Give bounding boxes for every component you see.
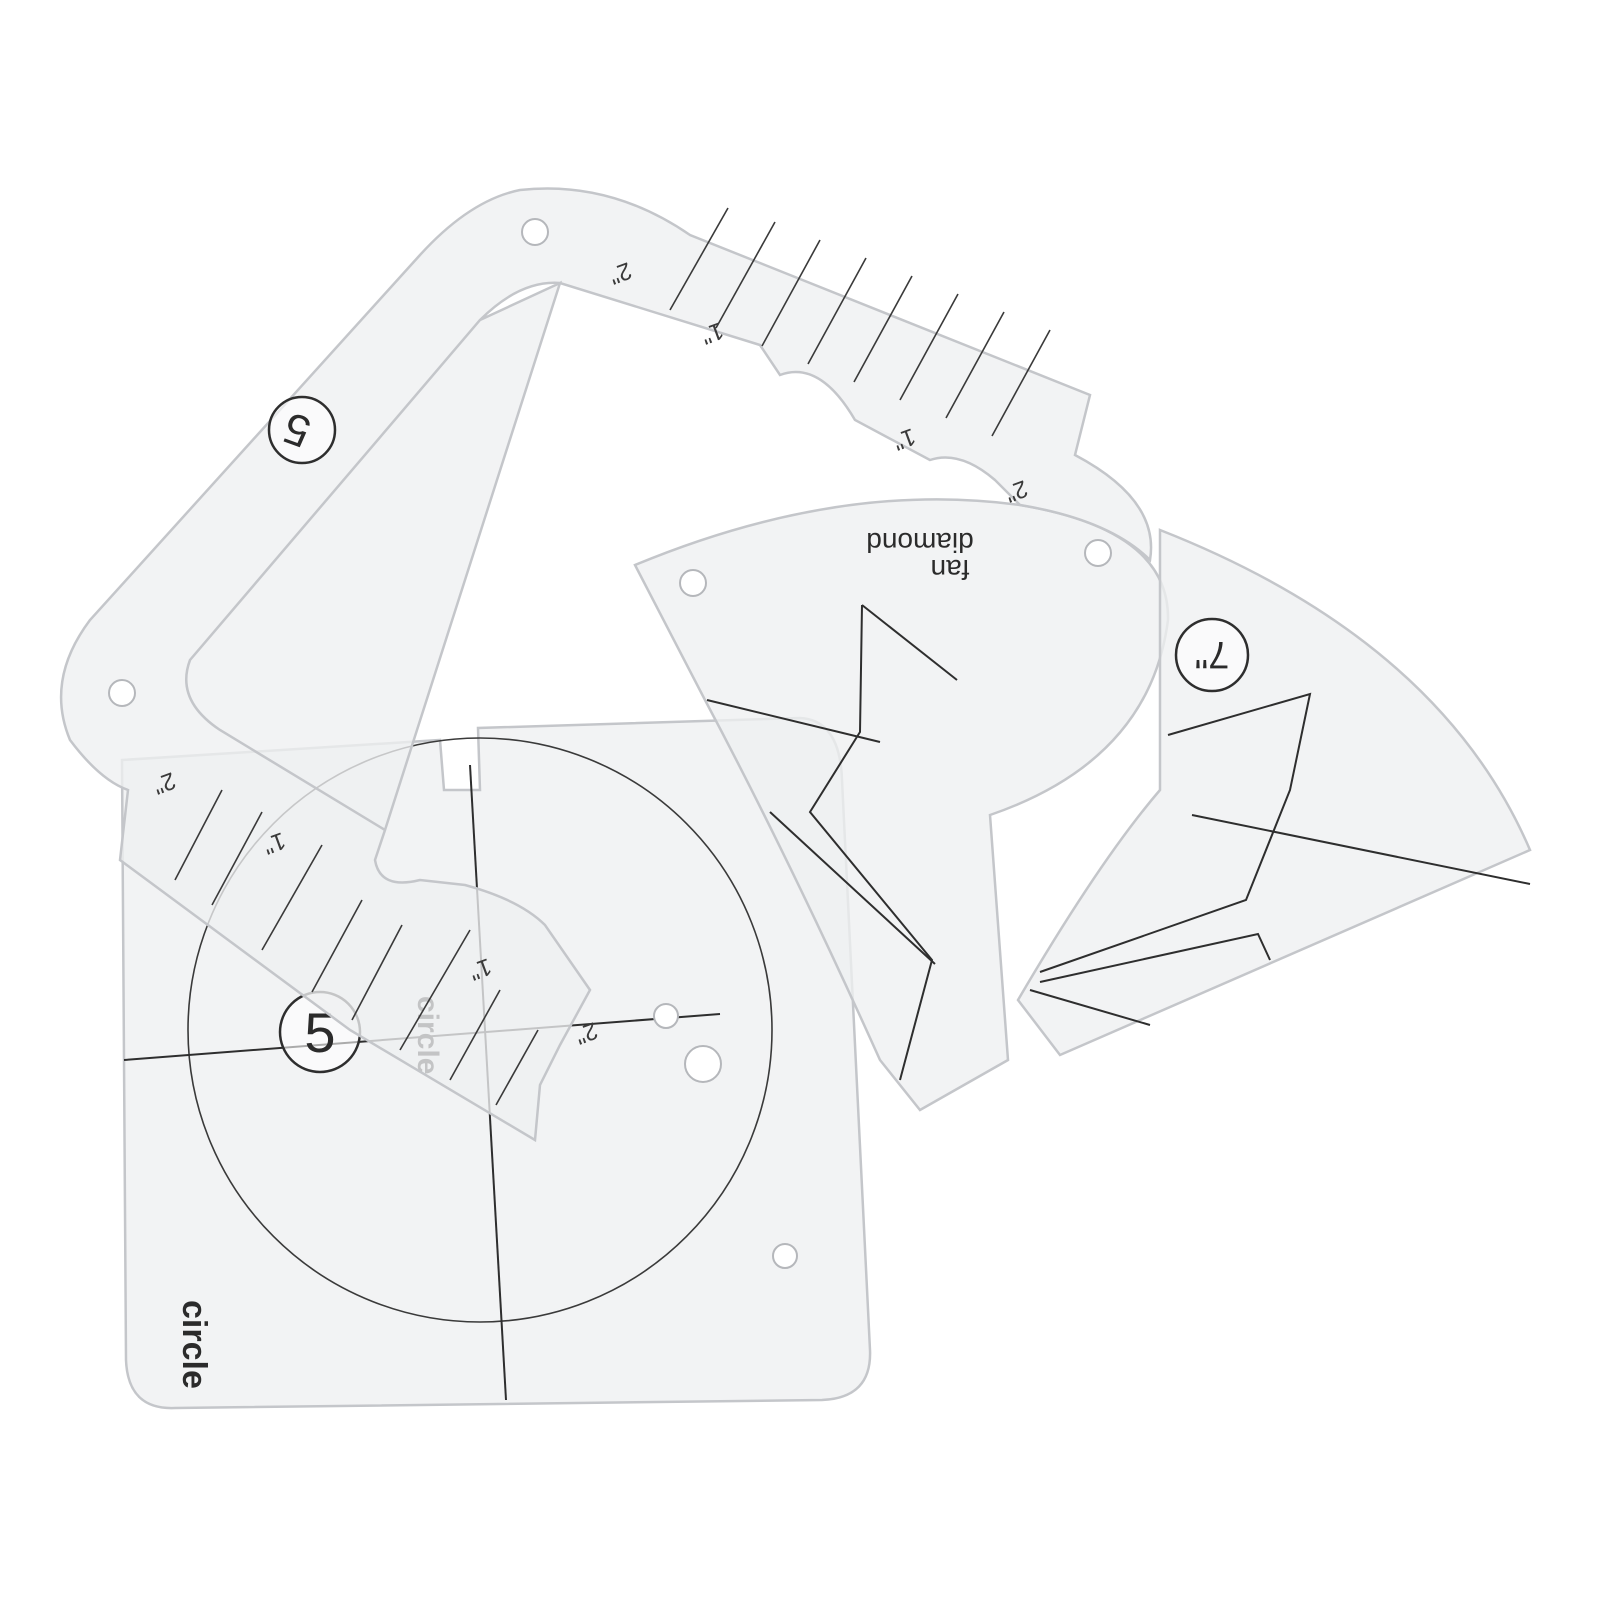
fan-hole xyxy=(679,569,707,597)
ruler-bottom xyxy=(174,789,539,1106)
frame-hole-top xyxy=(521,218,549,246)
frame-hole-center xyxy=(653,1003,679,1029)
diamond-label: diamond xyxy=(866,527,973,558)
fan-template: fan diamond xyxy=(633,498,1170,1112)
ruler-top xyxy=(669,207,1051,437)
frame-hole-left xyxy=(108,679,136,707)
corner-hole xyxy=(772,1243,798,1269)
frame-hole-bottom xyxy=(684,1045,722,1083)
number-badge xyxy=(1174,617,1250,693)
fan-label: fan xyxy=(931,554,970,585)
fan-hole-right xyxy=(1084,539,1112,567)
diamond-template: 7" xyxy=(1016,528,1532,1057)
number-badge xyxy=(267,395,337,465)
diamond-template-number: 7" xyxy=(1195,633,1230,675)
circle-label-bottom: circle xyxy=(175,1300,213,1389)
